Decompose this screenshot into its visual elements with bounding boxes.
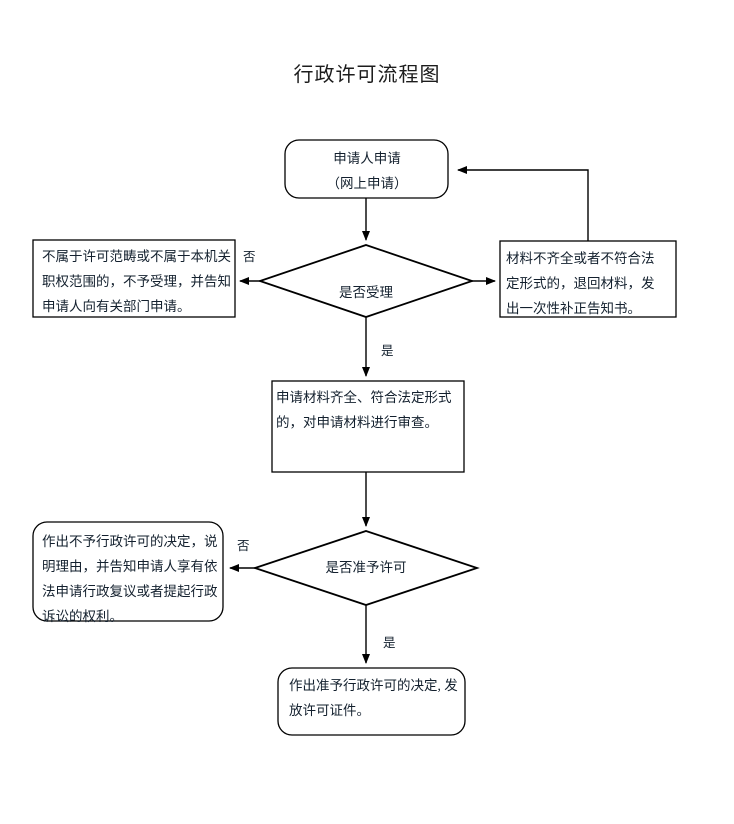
node-grant-permit-shape <box>277 667 466 736</box>
edge-label-yes-permit: 是 <box>383 636 396 650</box>
node-grant-permit-label: 作出准予行政许可的决定, 发放许可证件。 <box>289 678 458 718</box>
node-reject-not-scope-shape <box>32 239 236 318</box>
node-refuse-permit-label: 作出不予行政许可的决定，说明理由，并告知申请人享有依法申请行政复议或者提起行政诉… <box>42 534 218 624</box>
node-review-materials-label: 申请材料齐全、符合法定形式的，对申请材料进行审查。 <box>276 390 452 430</box>
node-apply-label: 申请人申请 （网上申请） <box>326 151 408 191</box>
edge-label-yes-accept: 是 <box>381 344 394 358</box>
edge-label-no-permit: 否 <box>237 539 250 553</box>
node-return-materials-shape <box>499 240 677 318</box>
node-refuse-permit-shape <box>32 521 224 622</box>
edge-return-to-apply <box>457 166 589 241</box>
node-review-materials-shape <box>271 380 465 473</box>
edge-label-no-accept: 否 <box>243 250 256 264</box>
node-accept-decision-label: 是否受理 <box>339 285 393 300</box>
node-reject-not-scope-label: 不属于许可范畴或不属于本机关职权范围的，不予受理，并告知申请人向有关部门申请。 <box>42 249 231 314</box>
node-permit-decision-label: 是否准予许可 <box>325 560 407 575</box>
page-title: 行政许可流程图 <box>293 64 441 86</box>
node-return-materials-label: 材料不齐全或者不符合法定形式的，退回材料，发出一次性补正告知书。 <box>506 251 655 316</box>
